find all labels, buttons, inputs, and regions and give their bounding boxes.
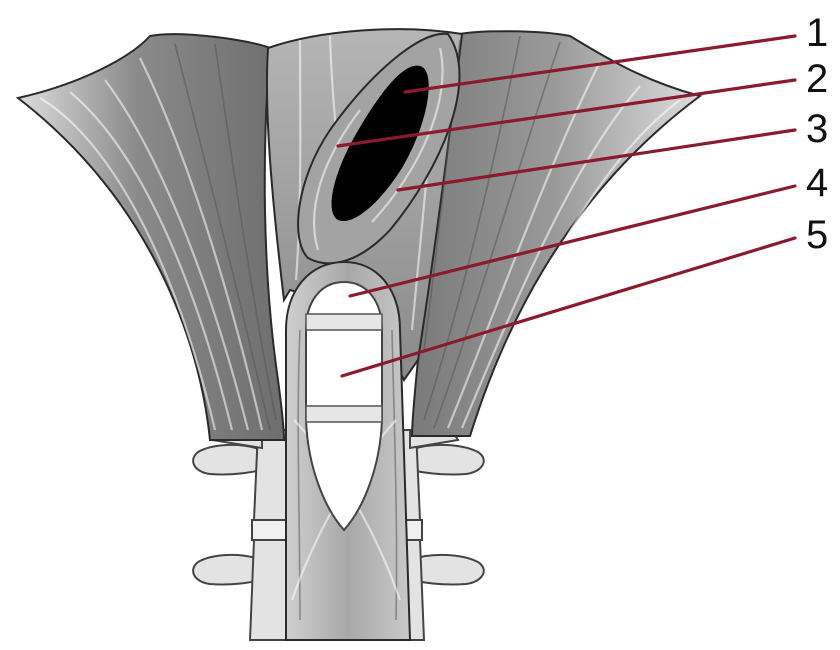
transverse-process-upper-right — [410, 445, 484, 475]
aorta-band-upper — [306, 314, 382, 330]
label-2: 2 — [806, 57, 828, 101]
label-1: 1 — [806, 11, 828, 55]
aortic-hiatus — [286, 262, 410, 640]
aorta-band-lower — [306, 406, 382, 422]
label-5: 5 — [806, 213, 828, 257]
label-4: 4 — [806, 161, 828, 205]
left-muscle-fan — [18, 34, 284, 440]
transverse-process-upper-left — [193, 445, 262, 475]
label-3: 3 — [806, 107, 828, 151]
number-labels: 1 2 3 4 5 — [806, 11, 828, 257]
